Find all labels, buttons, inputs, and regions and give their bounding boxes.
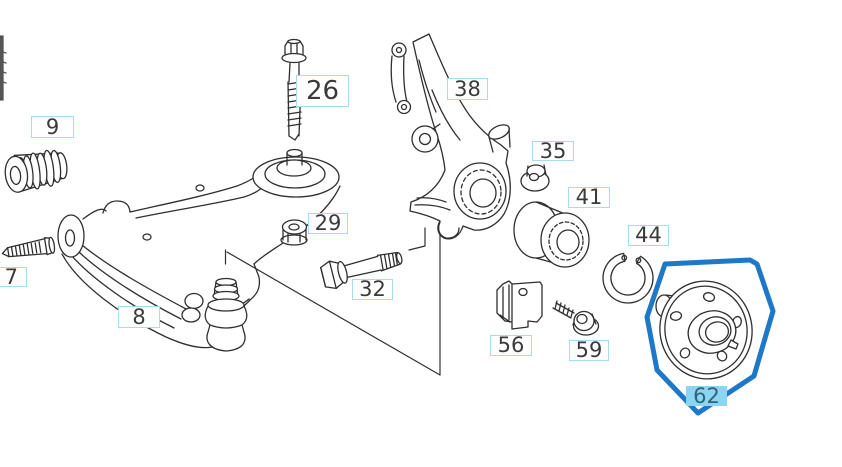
callout-44[interactable]: 44 xyxy=(628,225,669,246)
callout-7[interactable]: 7 xyxy=(0,266,27,287)
part-62-selection-outline[interactable] xyxy=(644,257,776,416)
callout-9[interactable]: 9 xyxy=(31,116,74,138)
part-7-screw xyxy=(1,236,56,258)
part-29-nut xyxy=(280,219,308,246)
callout-41[interactable]: 41 xyxy=(568,187,610,208)
part-41-bearing xyxy=(513,201,590,268)
callout-62-selected[interactable]: 62 xyxy=(686,385,727,406)
part-8-control-arm xyxy=(57,148,341,352)
leader-lines xyxy=(224,227,441,376)
part-9-bushing xyxy=(4,149,68,193)
callout-56[interactable]: 56 xyxy=(490,335,532,356)
part-35-nut xyxy=(520,164,550,192)
part-38-knuckle xyxy=(390,33,511,240)
part-62-hub[interactable] xyxy=(651,273,761,388)
callout-26[interactable]: 26 xyxy=(296,75,349,107)
part-32-bolt xyxy=(320,251,403,290)
callout-29[interactable]: 29 xyxy=(308,213,348,234)
part-44-snap-ring xyxy=(602,252,654,304)
callout-8[interactable]: 8 xyxy=(118,306,160,328)
part-59-bolt xyxy=(552,300,600,336)
callout-32[interactable]: 32 xyxy=(352,279,393,300)
callout-35[interactable]: 35 xyxy=(532,140,574,161)
callout-59[interactable]: 59 xyxy=(569,340,609,361)
ball-joint xyxy=(204,277,248,352)
callout-38[interactable]: 38 xyxy=(447,78,488,100)
part-56-bracket xyxy=(496,280,543,330)
cropped-part-edge xyxy=(0,35,7,101)
